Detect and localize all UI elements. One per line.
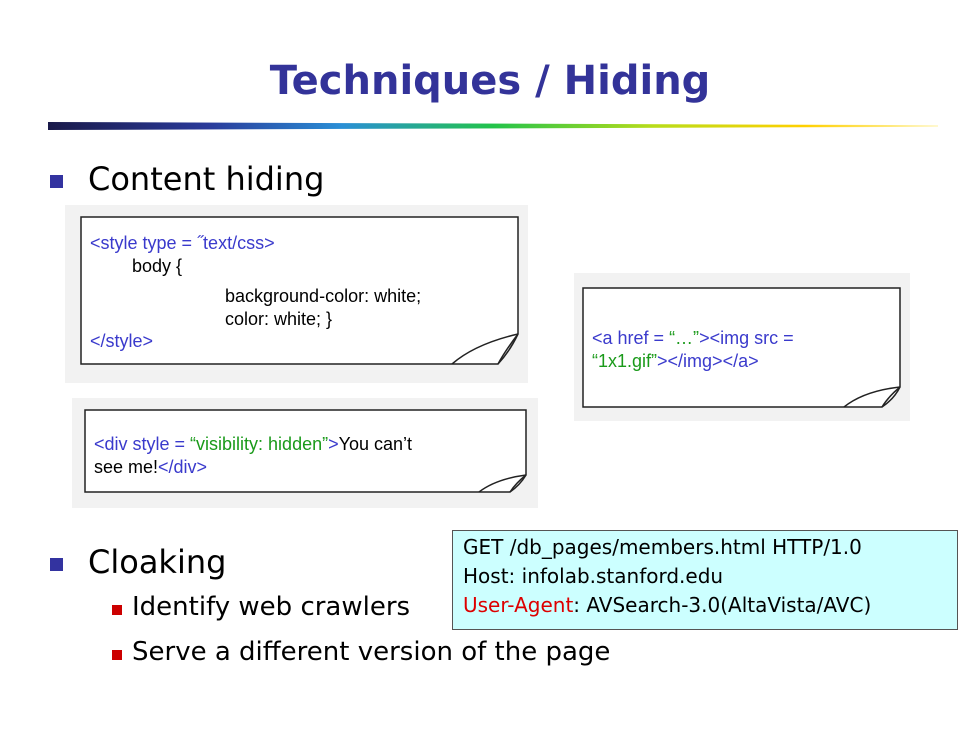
code-line-2: body {	[132, 256, 183, 276]
http-request-box: GET /db_pages/members.html HTTP/1.0 Host…	[452, 530, 958, 630]
user-agent-value: : AVSearch-3.0(AltaVista/AVC)	[573, 593, 872, 617]
code-value: “1x1.gif”	[592, 351, 658, 371]
code-tag: <a href =	[592, 328, 670, 348]
code-tag: >	[264, 233, 275, 253]
code-tag: <div style =	[94, 434, 191, 454]
bullet-marker	[50, 558, 63, 571]
code-tag: >	[328, 434, 339, 454]
http-line-user-agent: User-Agent: AVSearch-3.0(AltaVista/AVC)	[463, 591, 947, 620]
http-line-host: Host: infolab.stanford.edu	[463, 564, 724, 588]
title-divider	[48, 122, 938, 130]
code-value: “visibility: hidden”	[190, 434, 329, 454]
code-line-1: <div style = “visibility: hidden”>You ca…	[94, 433, 412, 456]
code-line-4: color: white; }	[225, 309, 333, 329]
bullet-content-hiding: Content hiding	[88, 160, 325, 198]
code-note-style: <style type = ˝text/css> body { backgrou…	[80, 216, 520, 366]
note-frame	[80, 216, 519, 365]
sub-bullet-marker	[112, 605, 122, 615]
code-tag: ></img></a>	[657, 351, 759, 371]
code-line-1: <style type = ˝text/css>	[90, 232, 275, 255]
code-value: “…”	[669, 328, 700, 348]
code-tag: </div>	[158, 457, 208, 477]
code-line-3: background-color: white;	[225, 286, 422, 306]
bullet-marker	[50, 175, 63, 188]
sub-bullet-identify: Identify web crawlers	[132, 592, 411, 622]
code-text: You can’t	[338, 434, 413, 454]
code-tag: ><img src =	[699, 328, 794, 348]
bullet-cloaking: Cloaking	[88, 543, 227, 581]
code-note-link: <a href = “…”><img src = “1x1.gif”></img…	[582, 287, 902, 409]
sub-bullet-marker	[112, 650, 122, 660]
code-note-div: <div style = “visibility: hidden”>You ca…	[84, 409, 528, 494]
note-frame	[582, 287, 901, 408]
user-agent-key: User-Agent	[463, 593, 574, 617]
note-frame	[84, 409, 527, 493]
slide-title: Techniques / Hiding	[269, 58, 711, 104]
code-line-2: see me!</div>	[94, 456, 207, 479]
code-value: ˝text/css	[197, 233, 265, 253]
code-line-2: “1x1.gif”></img></a>	[592, 350, 759, 373]
code-tag: </style>	[90, 331, 154, 351]
http-line-get: GET /db_pages/members.html HTTP/1.0	[463, 535, 862, 559]
sub-bullet-serve: Serve a different version of the page	[132, 637, 611, 667]
code-line-5: </style>	[90, 330, 153, 353]
code-text: see me!	[94, 457, 159, 477]
code-line-1: <a href = “…”><img src =	[592, 327, 794, 350]
code-tag: <style type =	[90, 233, 198, 253]
